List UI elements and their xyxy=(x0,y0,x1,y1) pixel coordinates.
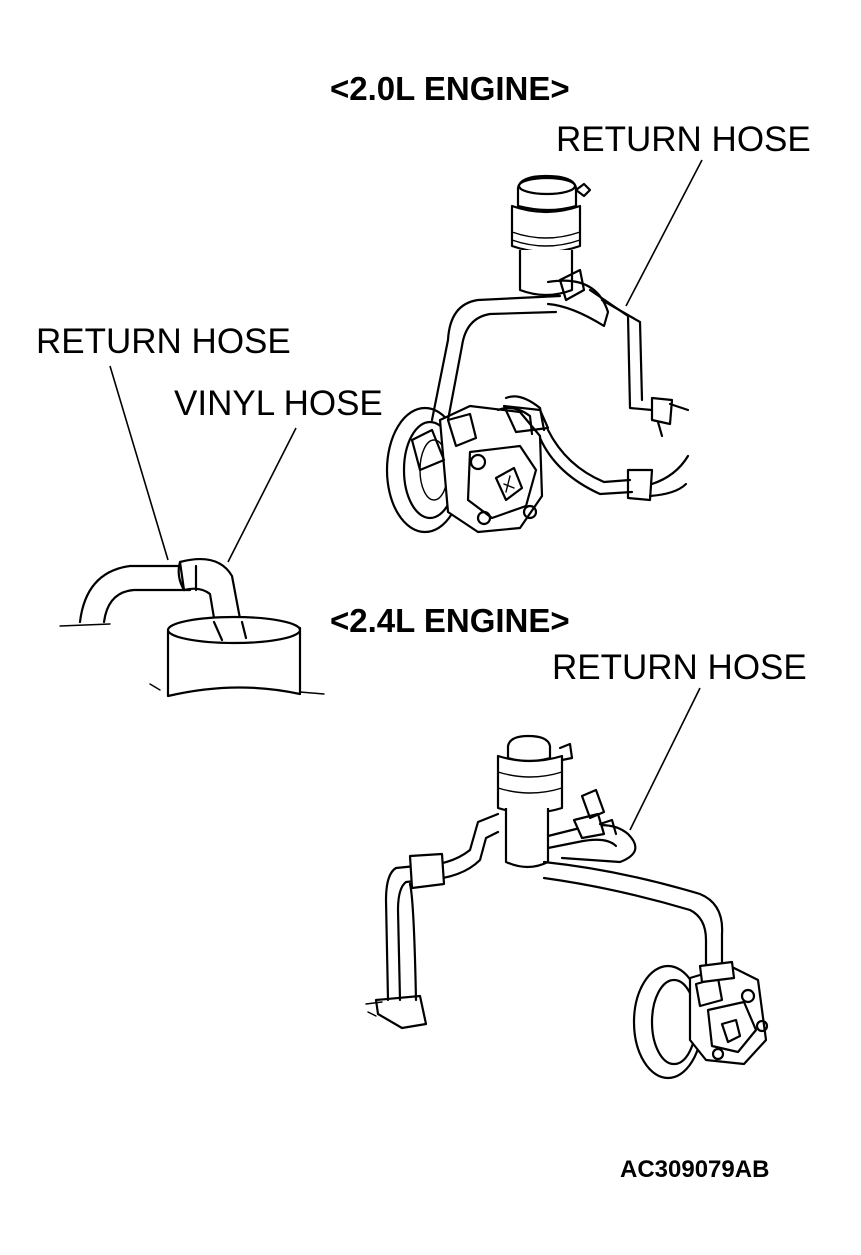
hose-detail-illustration xyxy=(59,558,325,698)
reservoir-20-illustration xyxy=(510,174,592,297)
return-hose-detail-label: RETURN HOSE xyxy=(36,322,291,361)
vinyl-hose-detail-label: VINYL HOSE xyxy=(174,384,383,423)
pump-24-illustration xyxy=(632,964,769,1080)
leader-return-hose-20 xyxy=(625,159,703,307)
return-hose-24-label: RETURN HOSE xyxy=(552,648,807,687)
hoses-24-illustration xyxy=(365,788,736,1030)
leader-return-hose-24 xyxy=(629,687,701,831)
hoses-20-illustration xyxy=(430,268,690,502)
return-hose-20-label: RETURN HOSE xyxy=(556,120,811,159)
engine-24-title: <2.4L ENGINE> xyxy=(330,602,570,639)
engine-20-title: <2.0L ENGINE> xyxy=(330,70,570,107)
leader-return-hose-detail xyxy=(109,365,169,561)
figure-code: AC309079AB xyxy=(620,1156,770,1183)
pump-20-illustration xyxy=(385,404,550,534)
leader-vinyl-hose-detail xyxy=(227,427,297,563)
reservoir-24-illustration xyxy=(496,734,574,869)
leader-lines xyxy=(109,159,703,831)
